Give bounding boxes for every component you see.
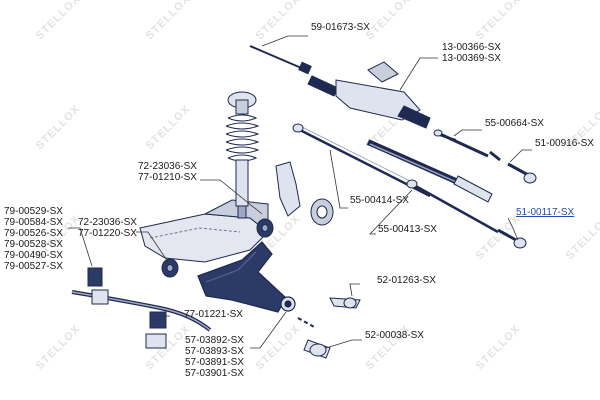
- watermark-text: STELLOX: [144, 0, 193, 42]
- part-label-55-00413[interactable]: 55-00413-SX: [378, 224, 437, 235]
- part-label-57-03891[interactable]: 57-03891-SX: [185, 357, 244, 368]
- steering-rack-drawing: [249, 45, 457, 141]
- part-label-72-23036-left[interactable]: 72-23036-SX: [78, 217, 137, 228]
- part-label-51-00117[interactable]: 51-00117-SX: [516, 207, 575, 218]
- arm-bushings-drawing: [161, 218, 274, 278]
- watermark-text: STELLOX: [364, 0, 413, 42]
- part-label-79-00527[interactable]: 79-00527-SX: [4, 261, 63, 272]
- part-label-79-00528[interactable]: 79-00528-SX: [4, 239, 63, 250]
- part-label-79-00529[interactable]: 79-00529-SX: [4, 206, 63, 217]
- part-label-51-00916[interactable]: 51-00916-SX: [535, 138, 594, 149]
- ball-joints-drawing: [297, 297, 361, 359]
- lower-control-arm-drawing: [197, 241, 296, 313]
- watermark-text: STELLOX: [564, 213, 600, 262]
- part-label-79-00526[interactable]: 79-00526-SX: [4, 228, 63, 239]
- watermark-text: STELLOX: [474, 0, 523, 42]
- part-label-57-03901[interactable]: 57-03901-SX: [185, 368, 244, 379]
- part-label-55-00664[interactable]: 55-00664-SX: [485, 118, 544, 129]
- part-label-72-23036-top[interactable]: 72-23036-SX: [138, 161, 197, 172]
- part-label-79-00490[interactable]: 79-00490-SX: [4, 250, 63, 261]
- watermark-layer: STELLOX STELLOX STELLOX STELLOX STELLOX …: [34, 0, 600, 372]
- part-label-77-01220[interactable]: 77-01220-SX: [78, 228, 137, 239]
- part-label-57-03892[interactable]: 57-03892-SX: [185, 335, 244, 346]
- part-label-13-00369[interactable]: 13-00369-SX: [442, 53, 501, 64]
- part-label-57-03893[interactable]: 57-03893-SX: [185, 346, 244, 357]
- part-label-55-00414[interactable]: 55-00414-SX: [350, 195, 409, 206]
- watermark-text: STELLOX: [144, 103, 193, 152]
- leader-lines: [68, 35, 532, 349]
- part-label-59-01673[interactable]: 59-01673-SX: [311, 22, 370, 33]
- watermark-text: STELLOX: [254, 323, 303, 372]
- part-label-13-00366[interactable]: 13-00366-SX: [442, 42, 501, 53]
- strut-assembly-drawing: [225, 91, 260, 219]
- part-label-52-00038[interactable]: 52-00038-SX: [365, 330, 424, 341]
- subframe-drawing: [139, 199, 269, 263]
- part-label-79-00584[interactable]: 79-00584-SX: [4, 217, 63, 228]
- tie-rods-drawing: [292, 123, 537, 249]
- watermark-text: STELLOX: [34, 323, 83, 372]
- watermark-text: STELLOX: [474, 213, 523, 262]
- watermark-text: STELLOX: [34, 0, 83, 42]
- watermark-text: STELLOX: [34, 103, 83, 152]
- part-label-77-01210[interactable]: 77-01210-SX: [138, 172, 197, 183]
- part-label-52-01263[interactable]: 52-01263-SX: [377, 275, 436, 286]
- watermark-text: STELLOX: [474, 323, 523, 372]
- knuckle-hub-drawing: [275, 161, 334, 226]
- part-label-77-01221[interactable]: 77-01221-SX: [184, 309, 243, 320]
